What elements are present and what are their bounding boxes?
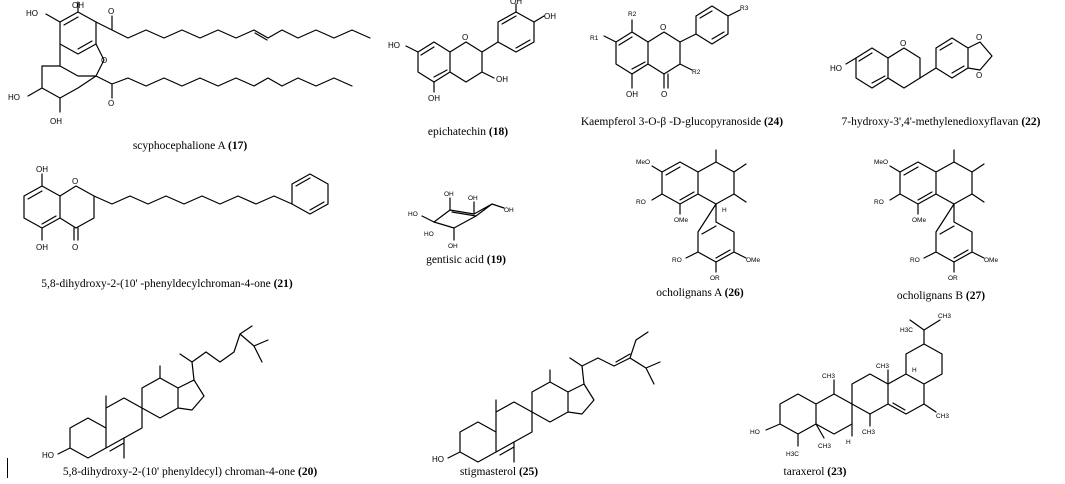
ch3-label: CH3 <box>876 363 889 370</box>
o-label: O <box>976 71 982 80</box>
structure-18: O OH HO OH OH OH <box>388 0 556 103</box>
oh-label: OH <box>468 195 478 202</box>
o-label: O <box>900 39 906 48</box>
ome-label: OMe <box>674 217 688 224</box>
structure-17: O HO OH HO OH O O <box>8 1 371 126</box>
oh-label: OH <box>36 165 48 174</box>
oh-label: OH <box>504 207 514 214</box>
structure-26: MeO RO OMe H RO OR OMe <box>636 149 760 282</box>
caption-18: epichatechin (18) <box>427 126 509 138</box>
r2-label: R2 <box>692 69 701 76</box>
ro-label: RO <box>672 257 682 264</box>
caption-17: scyphocephalione A (17) <box>132 140 248 152</box>
ho-label: HO <box>26 9 38 18</box>
ch3-label: CH3 <box>938 313 951 320</box>
oh-label: OH <box>448 243 458 250</box>
caption-26: ocholignans A (26) <box>656 287 744 299</box>
caption-19: gentisic acid (19) <box>426 254 506 266</box>
o-label: O <box>108 7 114 16</box>
r3-label: R3 <box>740 5 749 12</box>
ch3-label: CH3 <box>936 413 949 420</box>
r2-label: R2 <box>628 11 637 18</box>
ho-label: HO <box>830 64 842 73</box>
structure-23: H3C CH3 CH3 CH3 CH3 H H CH3 HO H3C CH3 <box>750 313 951 458</box>
meo-label: MeO <box>874 159 888 166</box>
ro-label: RO <box>910 257 920 264</box>
r1-label: R1 <box>590 35 599 42</box>
structure-21: O O OH OH <box>23 165 329 252</box>
meo-label: MeO <box>636 159 650 166</box>
ho-label: HO <box>8 93 20 102</box>
caption-20: 5,8-dihydroxy-2-(10' phenyldecyl) chroma… <box>62 466 318 478</box>
oh-label: OH <box>496 75 508 84</box>
ro-label: RO <box>636 199 646 206</box>
structure-19: OH OH OH HO OH HO <box>408 191 514 250</box>
ch3-label: CH3 <box>818 443 831 450</box>
ho-label: HO <box>408 211 418 218</box>
structure-25: HO <box>432 331 661 464</box>
oh-label: OH <box>510 0 522 6</box>
structure-24: O O OH R1 R2 R2 R3 <box>590 5 749 99</box>
ch3-label: CH3 <box>822 373 835 380</box>
oh-label: OH <box>36 243 48 252</box>
o-label: O <box>462 33 468 42</box>
oh-label: OH <box>428 94 440 103</box>
ome-label: OMe <box>984 257 998 264</box>
o-label: O <box>108 99 114 108</box>
caption-27: ocholignans B (27) <box>896 290 986 302</box>
ho-label: HO <box>42 451 54 460</box>
ome-label: OMe <box>912 217 926 224</box>
ho-label: HO <box>388 41 400 50</box>
o-label: O <box>72 243 78 252</box>
text-cursor <box>7 458 8 478</box>
o-label: O <box>661 90 667 99</box>
caption-25: stigmasterol (25) <box>459 466 539 478</box>
structure-27: MeO RO OMe RO OR OMe <box>874 149 998 282</box>
o-label: O <box>976 33 982 42</box>
oh-label: OH <box>50 117 62 126</box>
h-label: H <box>846 439 851 446</box>
or-label: OR <box>948 275 958 282</box>
o-label: O <box>660 23 666 32</box>
caption-21: 5,8-dihydroxy-2-(10' -phenyldecylchroman… <box>41 278 293 290</box>
oh-label: OH <box>444 191 454 198</box>
ome-label: OMe <box>746 257 760 264</box>
h-label: H <box>722 207 727 214</box>
caption-24: Kaempferol 3-O-β -D-glucopyranoside (24) <box>580 116 784 128</box>
h3c-label: H3C <box>900 327 913 334</box>
oh-label: OH <box>544 12 556 21</box>
ho-label: HO <box>432 455 444 464</box>
o-label: O <box>101 56 107 65</box>
oh-label: OH <box>626 90 638 99</box>
ho-label: HO <box>750 429 760 436</box>
structure-20: HO <box>42 325 269 460</box>
o-label: O <box>72 177 78 186</box>
caption-22: 7-hydroxy-3',4'-methylenedioxyflavan (22… <box>841 116 1041 128</box>
h3c-label: H3C <box>786 451 799 458</box>
h-label: H <box>912 367 917 374</box>
or-label: OR <box>710 275 720 282</box>
oh-label: OH <box>72 1 84 10</box>
ro-label: RO <box>874 199 884 206</box>
ch3-label: CH3 <box>862 429 875 436</box>
caption-23: taraxerol (23) <box>783 466 847 478</box>
ho-label: HO <box>424 231 434 238</box>
structure-22: O HO O O <box>830 33 993 89</box>
